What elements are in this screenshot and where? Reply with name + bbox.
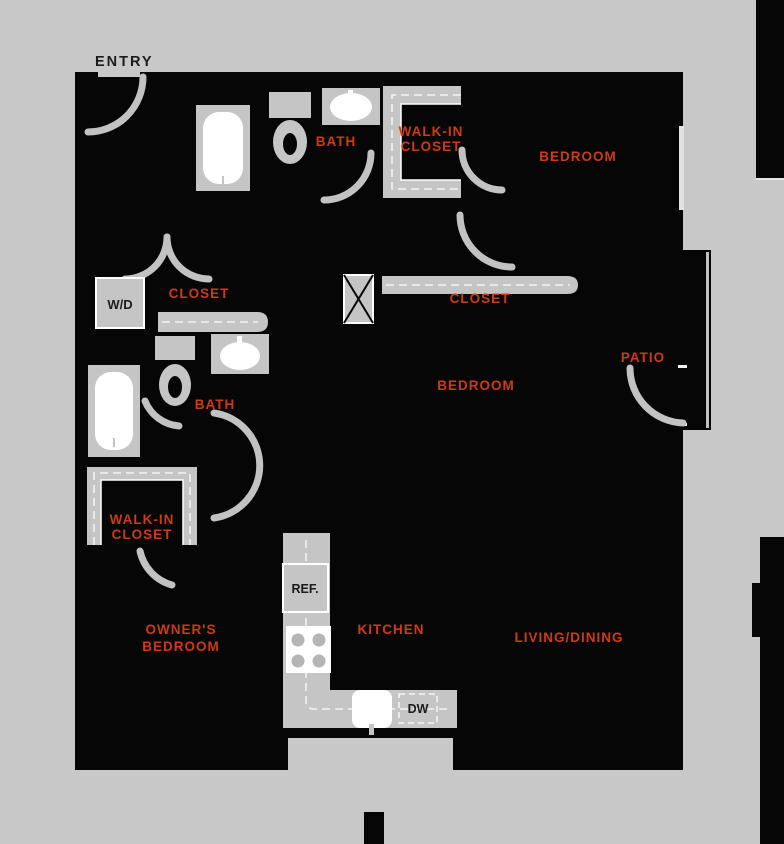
stove [286,626,331,673]
washer-dryer [95,277,145,329]
closet-hall-label: CLOSET [169,286,230,301]
bathtub-mid-drain [113,438,115,447]
neighbor-block-bottom-right-step [752,583,784,637]
laundry-door-arc-right [163,233,213,283]
bath-top-door-arc [320,149,375,204]
bedroom-top-door-arc [456,211,516,271]
kitchen-label: KITCHEN [358,622,425,637]
bath-top-label: BATH [316,134,357,149]
kitchen-sink [352,690,392,735]
toilet-mid [155,336,195,406]
bathtub-top-drain [222,176,224,185]
entry-opening [97,72,141,77]
linen-shelf [158,312,268,332]
walkin-closet-top-door-arc [458,146,506,194]
patio-door-arc [626,364,687,427]
unit-floor [75,72,711,770]
patio-door-sill-top [678,365,687,368]
entry-door-arc [84,73,147,136]
walkin-closet-left-label-line1: WALK-IN [110,512,175,527]
dishwasher [398,693,438,724]
toilet-top [269,92,311,164]
owners-bedroom-door-arc [210,409,264,522]
coat-closet-shelf [382,276,578,294]
kitchen-sink-faucet [369,724,374,735]
owners-bedroom-label-line2: BEDROOM [142,639,220,654]
owners-bedroom-label-line1: OWNER'S [146,622,217,637]
walkin-closet-left-label-line2: CLOSET [112,527,173,542]
bathtub-mid [88,365,140,457]
washer-dryer-label: W/D [107,297,132,312]
bedroom-top-label: BEDROOM [539,149,617,164]
dishwasher-label: DW [408,702,429,716]
refrigerator-label: REF. [291,582,318,596]
closet-center-label: CLOSET [450,291,511,306]
living-dining-label: LIVING/DINING [514,630,623,645]
bedroom-center-label: BEDROOM [437,378,515,393]
bath-mid-label: BATH [195,397,236,412]
vanity-sink-top [322,88,380,125]
patio-railing [706,252,709,428]
bathtub-top [196,105,250,191]
bath-mid-door-arc [141,397,183,430]
walkin-closet-top-label-line1: WALK-IN [399,124,464,139]
entry-jamb-left [95,72,98,81]
entry-label: ENTRY [95,54,154,70]
neighbor-block-top-right [756,0,784,178]
vanity-sink-mid [211,334,269,374]
walkin-closet-top-label-line2: CLOSET [401,139,462,154]
mechanical-closet [343,274,374,324]
exterior-wall-stub [364,812,384,844]
refrigerator [282,563,329,613]
walkin-closet-left-door-arc [136,547,176,589]
walkin-closet-top-walls [383,86,461,198]
bedroom-window [679,126,684,210]
walkin-closet-left-walls [87,467,197,545]
patio-label: PATIO [621,350,665,365]
